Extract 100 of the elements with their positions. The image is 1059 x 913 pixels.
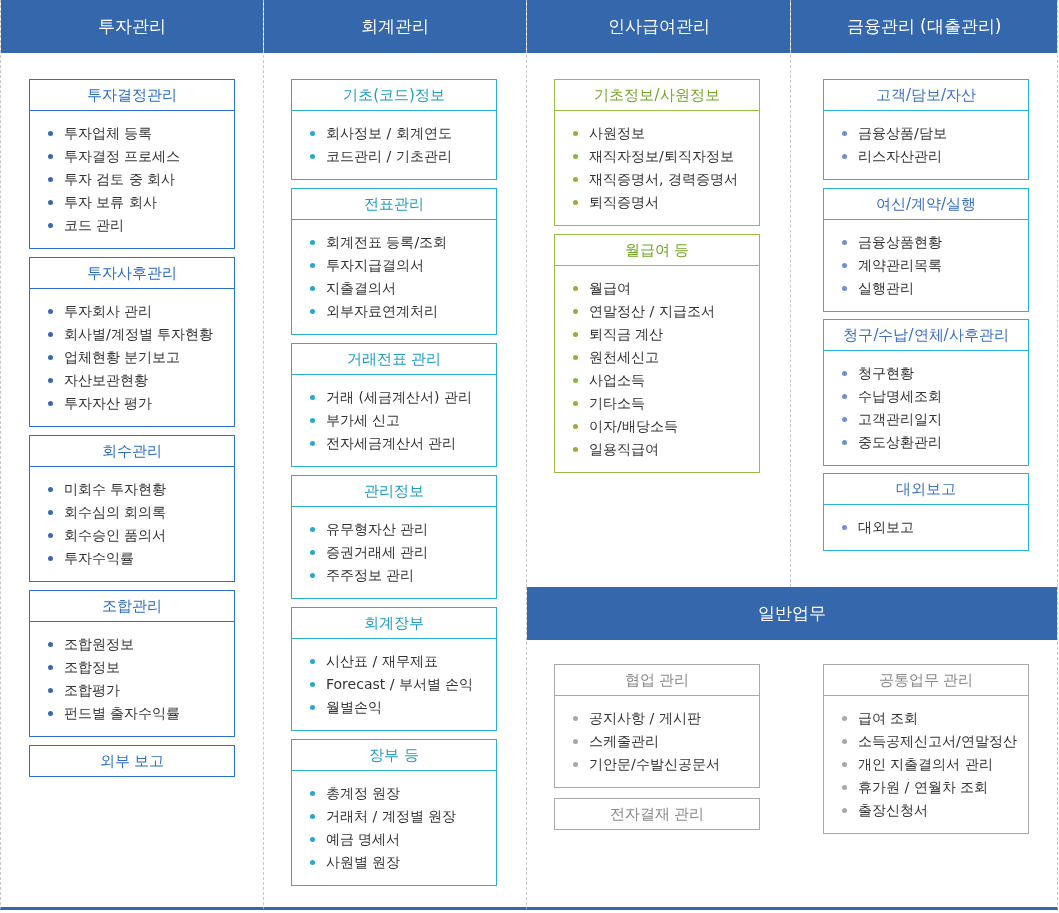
module-column [263,0,526,910]
list-item: 회사별/계정별 투자현황 [46,323,214,346]
module-title: 월급여 등 [555,235,759,266]
module-title: 거래전표 관리 [292,344,496,375]
list-item: 휴가원 / 연월차 조회 [840,776,989,799]
list-item: 대외보고 [840,516,914,539]
list-item: 전자세금계산서 관리 [308,432,457,455]
module-box [823,664,1029,834]
list-item: 코드 관리 [46,214,125,237]
list-item: 재직증명서, 경력증명서 [571,168,738,191]
module-box [554,798,760,830]
list-item: 퇴직증명서 [571,191,659,214]
list-item: 고객관리일지 [840,408,942,431]
list-item: 일용직급여 [571,438,659,461]
column-header: 인사급여관리 [527,0,790,53]
list-item: 주주정보 관리 [308,564,415,587]
list-item: 투자지급결의서 [308,254,424,277]
module-title: 투자결정관리 [30,80,234,111]
list-item: 청구현황 [840,362,914,385]
module-title: 장부 등 [292,740,496,771]
column-header: 회계관리 [264,0,526,53]
list-item: 이자/배당소득 [571,415,678,438]
module-title: 투자사후관리 [30,258,234,289]
list-item: 기타소득 [571,392,645,415]
module-box [291,188,497,335]
list-item: 자산보관현황 [46,369,148,392]
list-item: 월별손익 [308,696,382,719]
list-item: 급여 조회 [840,707,919,730]
list-item: 금융상품현황 [840,231,942,254]
module-box [29,79,235,249]
module-box [823,79,1029,180]
module-title: 공통업무 관리 [824,665,1028,696]
module-column [526,0,790,587]
module-box [554,234,760,473]
list-item: 거래 (세금계산서) 관리 [308,386,472,409]
list-item: 소득공제신고서/연말정산 [840,730,1017,753]
module-box [554,664,760,788]
module-box [291,739,497,886]
module-column [0,0,263,910]
list-item: 사원별 원장 [308,851,401,874]
list-item: 업체현황 분기보고 [46,346,181,369]
list-item: 투자업체 등록 [46,122,153,145]
module-title: 협업 관리 [555,665,759,696]
list-item: 펀드별 출자수익률 [46,702,181,725]
module-box [291,475,497,599]
list-item: 회수심의 회의록 [46,501,167,524]
list-item: 지출결의서 [308,277,396,300]
list-item: 투자 보류 회사 [46,191,157,214]
list-item: 투자회사 관리 [46,300,153,323]
list-item: 총계정 원장 [308,782,401,805]
module-box [554,79,760,226]
list-item: 증권거래세 관리 [308,541,429,564]
list-item: 부가세 신고 [308,409,401,432]
list-item: 미회수 투자현황 [46,478,167,501]
list-item: 계약관리목록 [840,254,942,277]
module-title: 대외보고 [824,474,1028,505]
list-item: 공지사항 / 게시판 [571,707,701,730]
module-title: 청구/수납/연체/사후관리 [824,320,1028,351]
list-item: Forecast / 부서별 손익 [308,673,474,696]
list-item: 투자결정 프로세스 [46,145,181,168]
list-item: 투자자산 평가 [46,392,153,415]
list-item: 회수승인 품의서 [46,524,167,547]
module-title: 회계장부 [292,608,496,639]
list-item: 실행관리 [840,277,914,300]
list-item: 수납명세조회 [840,385,942,408]
list-item: 조합원정보 [46,633,134,656]
list-item: 재직자정보/퇴직자정보 [571,145,734,168]
module-title: 전표관리 [292,189,496,220]
list-item: 금융상품/담보 [840,122,947,145]
module-box [29,257,235,427]
list-item: 거래처 / 계정별 원장 [308,805,457,828]
module-box [823,473,1029,551]
list-item: 개인 지출결의서 관리 [840,753,993,776]
module-title: 조합관리 [30,591,234,622]
section-header: 일반업무 [527,587,1057,640]
list-item: 출장신청서 [840,799,928,822]
list-item: 투자 검토 중 회사 [46,168,176,191]
list-item: 유무형자산 관리 [308,518,429,541]
list-item: 월급여 [571,277,631,300]
module-box [291,343,497,467]
module-title: 여신/계약/실행 [824,189,1028,220]
module-column [790,0,1058,587]
module-title: 기초정보/사원정보 [555,80,759,111]
module-title: 관리정보 [292,476,496,507]
list-item: 코드관리 / 기초관리 [308,145,452,168]
module-box [291,79,497,180]
section-panel [526,587,1058,910]
list-item: 조합정보 [46,656,120,679]
list-item: 퇴직금 계산 [571,323,664,346]
module-box [823,188,1029,312]
module-box [29,590,235,737]
list-item: 원천세신고 [571,346,659,369]
list-item: 리스자산관리 [840,145,942,168]
module-title: 회수관리 [30,436,234,467]
list-item: 사업소득 [571,369,645,392]
list-item: 외부자료연계처리 [308,300,438,323]
list-item: 중도상환관리 [840,431,942,454]
list-item: 스케줄관리 [571,730,659,753]
list-item: 회계전표 등록/조회 [308,231,448,254]
column-header: 투자관리 [1,0,263,53]
